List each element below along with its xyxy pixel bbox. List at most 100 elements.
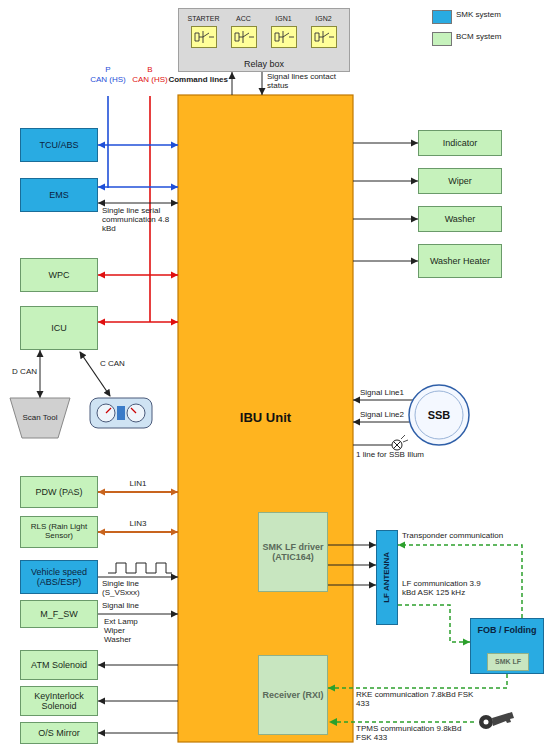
lf-antenna: LF ANTENNA (376, 530, 398, 625)
connector-line (98, 186, 178, 188)
connector-line (353, 181, 418, 182)
relay-cell: IGN2 (304, 13, 343, 57)
module-box: RLS (Rain Light Sensor) (20, 516, 98, 548)
arrowhead (463, 639, 470, 646)
connector (328, 674, 507, 692)
connector (328, 582, 376, 589)
bus-name: P (98, 66, 118, 75)
edge-label: Single line (S_VSxxx) (102, 580, 174, 598)
node-text: EMS (49, 190, 69, 200)
arrowhead (171, 529, 178, 536)
signal-name: Ext Lamp Wiper Washer (104, 618, 152, 645)
connector (98, 184, 178, 191)
edge-label: Transponder communication (402, 532, 518, 541)
ecu-box: EMS (20, 178, 98, 212)
node-text: IBU Unit (240, 411, 291, 426)
scan-tool: Scan Tool (10, 398, 70, 438)
connector-line (98, 144, 178, 146)
edge-label: LIN1 (118, 480, 158, 489)
node-text: IGN1 (275, 15, 291, 23)
arrowhead (37, 391, 44, 398)
node-text: Washer (445, 214, 476, 224)
node-text: SSB (428, 409, 451, 421)
arrowhead (98, 698, 105, 705)
node-text: M_F_SW (40, 609, 78, 619)
node-text: Relay box (244, 59, 284, 69)
connector (229, 72, 236, 95)
p-can-bus (107, 96, 109, 188)
arrowhead (98, 142, 105, 149)
edge-label: Command lines (166, 76, 228, 85)
arrowhead (98, 200, 105, 207)
node-text: TCU/ABS (39, 140, 78, 150)
node-text: Receiver (RXI) (262, 690, 323, 700)
edge-label: Signal lines contact status (267, 73, 351, 91)
module-box: PDW (PAS) (20, 476, 98, 508)
circle-shape (409, 385, 469, 445)
relay-cell: STARTER (184, 13, 223, 57)
arrowhead (98, 529, 105, 536)
node-text: O/S Mirror (38, 728, 80, 738)
output-box: Wiper (418, 168, 502, 194)
node-text: WPC (49, 270, 70, 280)
arrowhead (411, 216, 418, 223)
module-box: KeyInterlock Solenoid (20, 686, 98, 716)
legend-swatch (432, 32, 452, 46)
node-text: KeyInterlock Solenoid (23, 691, 95, 711)
connector (328, 562, 376, 569)
ssb-illum-wire (353, 445, 392, 446)
connector (398, 542, 522, 619)
connector-line (98, 203, 178, 204)
cluster-icon (90, 398, 152, 428)
arrowhead (37, 350, 44, 357)
relay-cell: IGN1 (264, 13, 303, 57)
connector-line (98, 491, 178, 493)
node-text: Washer Heater (430, 256, 490, 266)
connector (98, 611, 178, 618)
tpms-link (336, 721, 474, 723)
arrowhead (98, 319, 105, 326)
signal-name: 1 line for SSB Illum (356, 451, 448, 460)
node-text: Wiper (448, 176, 472, 186)
legend-text: SMK system (456, 11, 501, 20)
ecu-box: TCU/ABS (20, 128, 98, 162)
connector-line (328, 565, 376, 566)
connector (353, 140, 418, 147)
legend-text: BCM system (456, 33, 501, 42)
arrowhead (98, 489, 105, 496)
connector (353, 397, 413, 404)
edge-label: RKE communication 7.8kBd FSK 433 (356, 691, 476, 709)
relay-coil-box (191, 26, 216, 47)
relay-box: Relay box STARTER ACC IGN1 IGN2 (178, 8, 350, 72)
pulse-waveform (108, 563, 172, 573)
ibu-unit: IBU UnitSMK LF driver (ATIC164)Receiver … (178, 95, 353, 742)
legend-swatch (432, 10, 452, 24)
ibu-housing (178, 95, 353, 742)
output-box: Washer Heater (418, 244, 502, 278)
connector-line (98, 733, 178, 734)
trapezoid-shape (10, 398, 70, 438)
relay-symbol (231, 26, 257, 48)
circle-ring (415, 391, 463, 439)
connector (353, 178, 418, 185)
relay-contact (195, 31, 214, 43)
connector (98, 698, 178, 705)
node-text: ACC (236, 15, 251, 23)
bus-name: CAN (HS) (128, 76, 172, 85)
connector (98, 730, 178, 737)
arrowhead (259, 88, 266, 95)
connector-line (353, 400, 413, 401)
relay-contact (315, 31, 334, 43)
connector-line (98, 701, 178, 702)
arrowhead (98, 662, 105, 669)
connector-line (353, 143, 418, 144)
arrowhead (353, 397, 360, 404)
connector-line (353, 261, 418, 262)
arrowhead (369, 582, 376, 589)
connector (98, 489, 178, 496)
tpms-arrowhead (329, 718, 337, 726)
connector-line (353, 422, 410, 423)
connector-line (40, 350, 41, 398)
arrowhead (398, 542, 405, 549)
arrowhead (229, 72, 236, 79)
